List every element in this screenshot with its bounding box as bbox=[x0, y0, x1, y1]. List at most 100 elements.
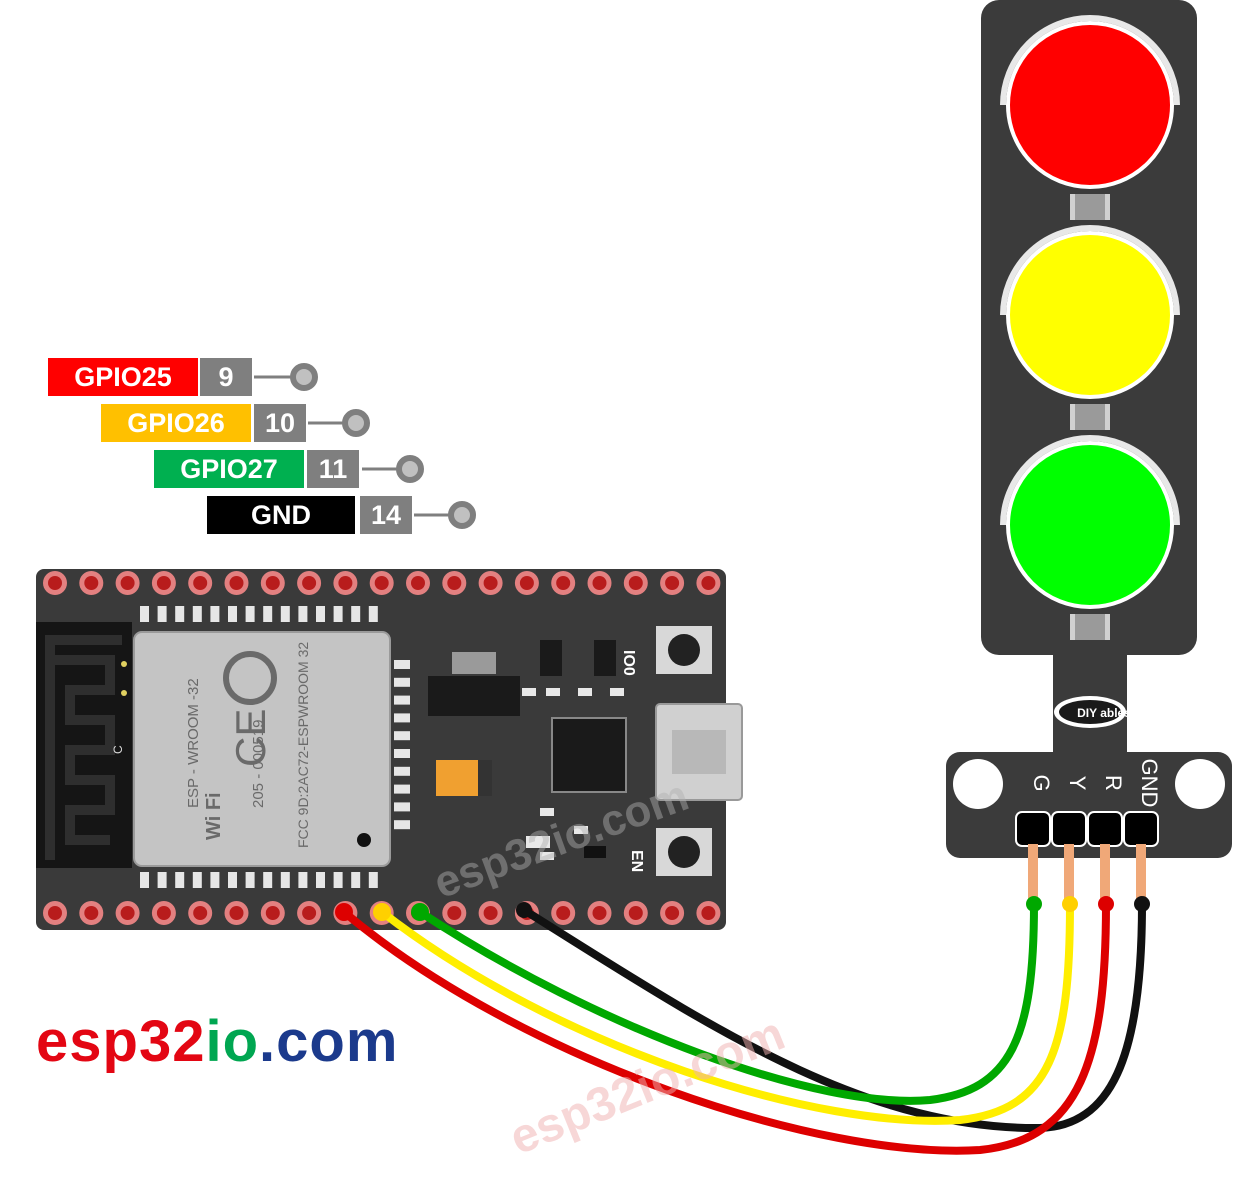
green-light bbox=[1006, 441, 1174, 609]
header-pin-bottom-hole bbox=[628, 906, 643, 920]
wire-yellow bbox=[378, 900, 1074, 1125]
ce-mark: CE bbox=[227, 709, 274, 767]
module-pad bbox=[368, 606, 378, 622]
module-pad bbox=[351, 606, 361, 622]
pin-header bbox=[1015, 811, 1159, 847]
pin-number-11: 11 bbox=[307, 450, 359, 488]
module-pad bbox=[175, 606, 185, 622]
module-pad bbox=[394, 677, 410, 687]
header-pin-bottom-hole bbox=[120, 906, 135, 920]
module-pad bbox=[210, 606, 220, 622]
module-pad bbox=[394, 695, 410, 705]
wire-black bbox=[520, 900, 1146, 1133]
module-pad bbox=[368, 872, 378, 888]
wire-green bbox=[416, 900, 1038, 1105]
module-pad bbox=[228, 872, 237, 888]
io0-button[interactable] bbox=[656, 626, 712, 674]
header-pin-bottom-hole bbox=[156, 906, 171, 920]
module-pad bbox=[394, 820, 410, 830]
usb-uart-chip bbox=[551, 717, 627, 793]
red-light bbox=[1006, 21, 1174, 189]
pin-number-10: 10 bbox=[254, 404, 306, 442]
header-pin-top-hole bbox=[48, 576, 62, 590]
yellow-light bbox=[1006, 231, 1174, 399]
header-pin-bottom-hole bbox=[592, 906, 607, 920]
espressif-logo bbox=[223, 651, 277, 705]
svg-text:EN: EN bbox=[628, 850, 645, 872]
module-pad bbox=[298, 606, 308, 622]
module-pad bbox=[351, 872, 361, 888]
header-pin-top-hole bbox=[338, 576, 353, 590]
header-pin-top-hole bbox=[193, 576, 208, 590]
module-pad bbox=[316, 872, 325, 888]
header-pin-top-hole bbox=[483, 576, 498, 590]
module-pad bbox=[394, 766, 410, 776]
pin-label-gnd: GND bbox=[207, 496, 355, 534]
module-pad bbox=[394, 802, 410, 812]
module-pad bbox=[394, 784, 410, 794]
module-pad bbox=[394, 713, 410, 723]
header-pin-bottom-hole bbox=[447, 906, 462, 920]
brand-part-io: io bbox=[205, 1009, 260, 1074]
header-pin-top-hole bbox=[156, 576, 171, 590]
header-pin-top-hole bbox=[265, 576, 280, 590]
pin-number-9: 9 bbox=[200, 358, 252, 396]
module-pad bbox=[228, 606, 237, 622]
pin-label-g: G bbox=[1029, 774, 1054, 791]
brand-part-com: .com bbox=[259, 1009, 399, 1074]
pin-label-y: Y bbox=[1065, 776, 1090, 791]
header-pin-top-hole bbox=[519, 576, 534, 590]
header-pin-bottom-hole bbox=[229, 906, 244, 920]
en-button[interactable] bbox=[656, 828, 712, 876]
module-pad bbox=[157, 872, 167, 888]
header-pin-bottom-hole bbox=[556, 906, 571, 920]
header-pin-bottom-hole bbox=[48, 906, 62, 920]
header-pin-top-hole bbox=[556, 576, 571, 590]
header-pin-top-hole bbox=[302, 576, 317, 590]
pin-leaders bbox=[254, 363, 476, 529]
svg-text:ESP - WROOM -32: ESP - WROOM -32 bbox=[185, 678, 202, 808]
header-pin-bottom-hole bbox=[84, 906, 99, 920]
header-pin-bottom-hole bbox=[665, 906, 680, 920]
module-pad bbox=[192, 872, 202, 888]
header-pin-top-hole bbox=[84, 576, 99, 590]
header-pin-top-hole bbox=[447, 576, 462, 590]
module-pad bbox=[245, 872, 255, 888]
header-pin-top-hole bbox=[374, 576, 389, 590]
module-pad bbox=[280, 872, 290, 888]
diyables-logo: DIY ables bbox=[1054, 696, 1131, 728]
header-pin-top-hole bbox=[229, 576, 244, 590]
header-pin-bottom-hole bbox=[193, 906, 208, 920]
module-pad bbox=[140, 872, 149, 888]
esp32-board: C ESP - WROOM -32 205 - 000519 FCC 9D:2A… bbox=[36, 569, 743, 930]
module-pad bbox=[245, 606, 255, 622]
module-pad bbox=[333, 872, 343, 888]
pin-number-14: 14 bbox=[360, 496, 412, 534]
module-pad bbox=[192, 606, 202, 622]
traffic-light-module: DIY ables G Y R GND bbox=[946, 0, 1232, 904]
module-pad bbox=[210, 872, 220, 888]
esp-wroom-module bbox=[133, 631, 391, 867]
header-pin-bottom-hole bbox=[265, 906, 280, 920]
header-pin-bottom-hole bbox=[483, 906, 498, 920]
brand-part-esp32: esp32 bbox=[36, 1009, 206, 1074]
svg-text:IO0: IO0 bbox=[620, 650, 637, 676]
header-pin-top-hole bbox=[592, 576, 607, 590]
header-pin-bottom-hole bbox=[701, 906, 716, 920]
module-pad bbox=[298, 872, 308, 888]
module-pad bbox=[394, 731, 410, 741]
mounting-hole-left bbox=[953, 759, 1003, 809]
module-pad bbox=[333, 606, 343, 622]
wire-ends bbox=[335, 896, 1150, 921]
brand-logo: esp32io.com bbox=[36, 1008, 398, 1075]
module-pad bbox=[394, 660, 410, 669]
module-pad bbox=[157, 606, 167, 622]
module-pad bbox=[280, 606, 290, 622]
pin-label-gpio27: GPIO27 bbox=[154, 450, 304, 488]
pin-label-r: R bbox=[1101, 775, 1126, 791]
header-pin-top-hole bbox=[411, 576, 425, 590]
header-pin-top-hole bbox=[120, 576, 135, 590]
voltage-regulator bbox=[428, 676, 520, 716]
module-pad bbox=[140, 606, 149, 622]
